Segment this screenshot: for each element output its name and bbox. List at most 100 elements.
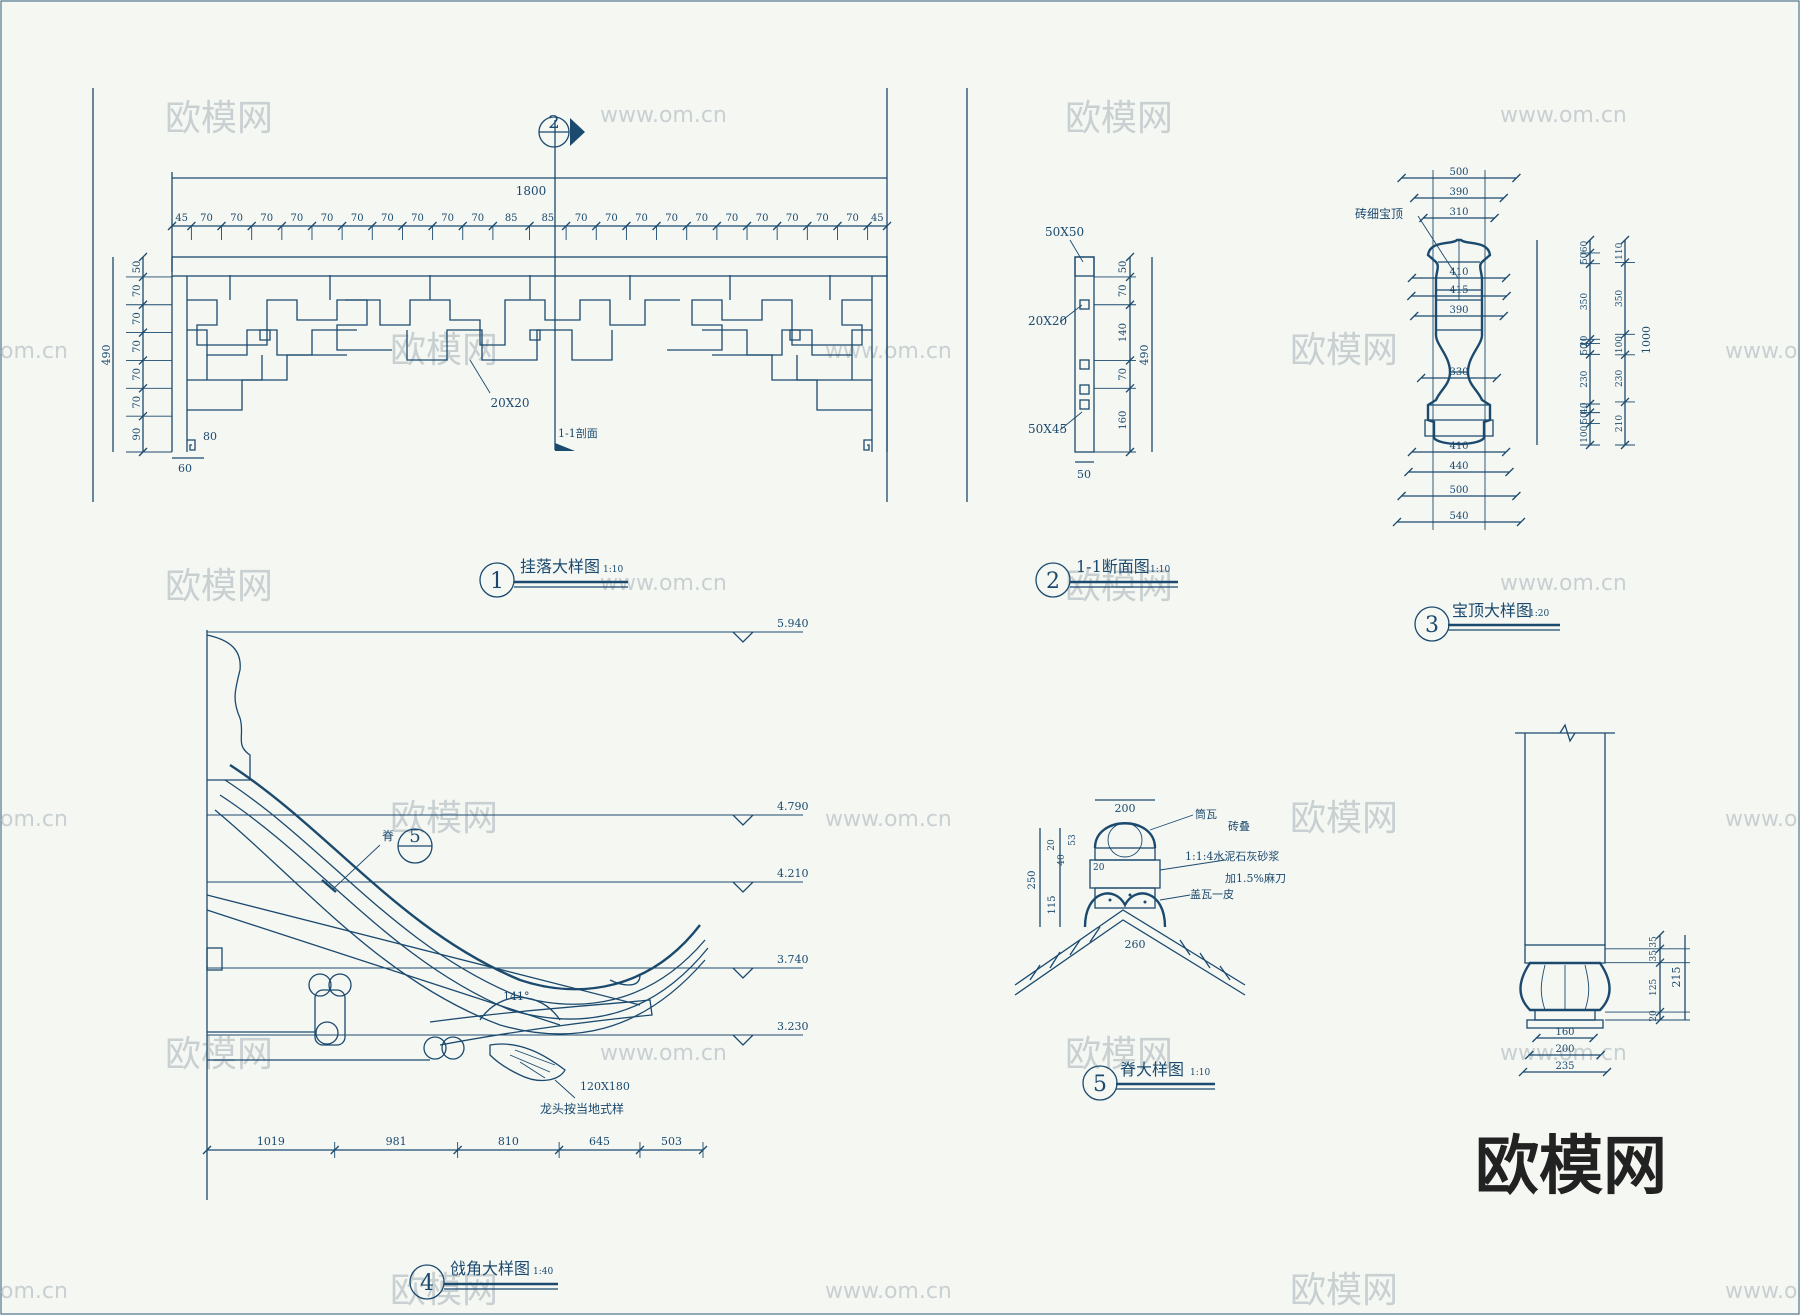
spacing-dim: 70 (351, 213, 364, 224)
right-dim: 70 (1118, 368, 1129, 381)
right-dim: 70 (1118, 284, 1129, 297)
right-dim: 20 (1649, 1010, 1659, 1022)
spacing-dim: 70 (441, 213, 454, 224)
right-dim: 350 (1615, 290, 1625, 307)
title-badge (409, 1264, 445, 1300)
title-badge-number: 1 (490, 569, 504, 594)
title-badge-number: 5 (1093, 1072, 1107, 1097)
label-20x20: 20X20 (1028, 314, 1067, 328)
right-dim: 50 (1118, 261, 1129, 274)
watermark-site: www.om.cn (1500, 103, 1627, 128)
lattice-pattern (187, 275, 872, 411)
watermark-site: www.om.cn (1500, 571, 1627, 596)
spacing-dim: 70 (260, 213, 273, 224)
watermark-site: www.om.cn (1725, 807, 1800, 832)
spacing-dim: 70 (200, 213, 213, 224)
right-dim: 140 (1118, 323, 1129, 342)
watermark-edge: om.cn (0, 807, 68, 832)
label-50x50: 50X50 (1045, 225, 1084, 239)
level-mark: 3.740 (777, 953, 809, 966)
dim-total-1000: 1000 (1640, 326, 1653, 354)
title-badge (1035, 562, 1071, 598)
left-dim: 70 (132, 340, 143, 353)
watermark-edge: om.cn (0, 339, 68, 364)
dim-overall-1800: 1800 (516, 184, 547, 198)
brand-logo: 欧模网 (1475, 1130, 1667, 1204)
dragon-note: 龙头按当地式样 (540, 1101, 624, 1116)
drawing-scale-5: 1:10 (1190, 1068, 1210, 1078)
width-dim: 500 (1449, 167, 1468, 178)
bottom-dim: 503 (661, 1135, 682, 1148)
spacing-dim: 85 (541, 213, 554, 224)
spacing-dim: 70 (471, 213, 484, 224)
drawing-scale-2: 1:10 (1150, 565, 1170, 575)
level-mark: 4.210 (777, 867, 809, 880)
width-dim: 235 (1555, 1061, 1574, 1072)
title-badge-number: 4 (420, 1271, 434, 1296)
right-dim: 210 (1615, 415, 1625, 432)
watermark-site: www.om.cn (600, 103, 727, 128)
right-dim: 20 (1580, 335, 1590, 347)
bottom-dim: 810 (498, 1135, 519, 1148)
material-label: 加1.5%麻刀 (1225, 871, 1286, 885)
right-dim: 50 (1580, 252, 1590, 264)
watermark-site: www.om.cn (825, 339, 952, 364)
member-label-20x20: 20X20 (490, 396, 529, 410)
spacing-dim: 70 (605, 213, 618, 224)
drawing-title-1: 挂落大样图 (520, 557, 600, 576)
right-dim: 35 (1649, 936, 1659, 948)
bottom-dim: 645 (589, 1135, 610, 1148)
material-label: 筒瓦 (1195, 807, 1217, 821)
title-badge-number: 3 (1425, 613, 1439, 638)
angle-label: 141° (503, 990, 530, 1003)
watermark-site: www.om.cn (1725, 1279, 1800, 1304)
label-50x45: 50X45 (1028, 422, 1067, 436)
width-dim: 160 (1555, 1027, 1574, 1038)
width-dim: 410 (1449, 267, 1468, 278)
drawing-title-2: 1-1断面图 (1076, 557, 1150, 576)
bottom-dim: 1019 (257, 1135, 285, 1148)
right-dim: 100 (1615, 336, 1625, 353)
section-callout-number: 2 (548, 112, 559, 133)
dim-lower-115: 115 (1047, 895, 1058, 914)
spacing-dim: 70 (695, 213, 708, 224)
dim-40: 40 (1057, 854, 1067, 866)
spacing-dim: 45 (175, 213, 188, 224)
left-dim: 90 (132, 428, 143, 441)
right-dim: 230 (1580, 370, 1590, 387)
watermark-brand: 欧模网 (1065, 98, 1173, 139)
right-dim: 35 (1649, 950, 1659, 962)
right-dim: 60 (1580, 240, 1590, 252)
right-dim: 350 (1580, 293, 1590, 310)
watermark-brand: 欧模网 (165, 98, 273, 139)
level-mark: 4.790 (777, 800, 809, 813)
drawing-scale-1: 1:10 (603, 565, 623, 575)
width-dim: 415 (1449, 285, 1468, 296)
watermark-brand: 欧模网 (390, 798, 498, 839)
width-dim: 310 (1449, 207, 1468, 218)
dim-20: 20 (1047, 839, 1057, 851)
right-dim: 100 (1580, 425, 1590, 442)
spacing-dim: 85 (505, 213, 518, 224)
right-dim: 50 (1580, 412, 1590, 424)
spacing-dim: 70 (665, 213, 678, 224)
right-dim: 230 (1615, 370, 1625, 387)
width-dim: 390 (1449, 305, 1468, 316)
spacing-dim: 70 (575, 213, 588, 224)
finial-note: 砖细宝顶 (1355, 206, 1403, 221)
dim-top-200: 200 (1115, 802, 1136, 815)
spacing-dim: 70 (411, 213, 424, 224)
watermark-site: www.om.cn (1500, 1041, 1627, 1066)
watermark-edge: om.cn (0, 1279, 68, 1304)
spacing-dim: 45 (871, 213, 884, 224)
material-label: 盖瓦一皮 (1190, 887, 1234, 901)
dim-bottom-50: 50 (1077, 468, 1091, 481)
left-dim: 70 (132, 396, 143, 409)
width-dim: 410 (1449, 441, 1468, 452)
